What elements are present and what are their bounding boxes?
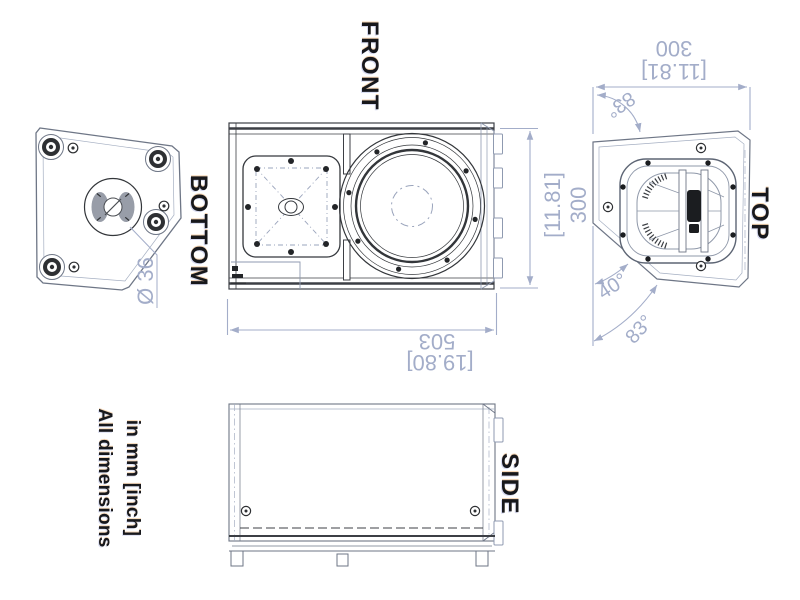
front-height-mm-dim: 300 [566, 186, 591, 224]
pole-mount-diameter-dim: Ø 36 [133, 257, 158, 305]
handle-recess-detail [619, 158, 737, 264]
input-panel-detail [231, 261, 301, 289]
grille-frame-edge [480, 122, 503, 290]
units-note-line2: in mm [inch] [122, 419, 143, 537]
dimension-annotations [129, 83, 751, 346]
front-width-inch-dim: [19.80] [406, 350, 474, 375]
side-view-label: SIDE [496, 452, 523, 516]
bottom-screws [67, 142, 170, 273]
horn-detail [242, 155, 341, 258]
front-view-drawing [228, 122, 503, 290]
side-view-drawing [228, 403, 504, 567]
bottom-view-label: BOTTOM [185, 174, 212, 288]
handle-grip [687, 190, 701, 222]
woofer-detail [338, 132, 486, 280]
bottom-view-drawing [35, 127, 182, 291]
top-view-drawing [592, 130, 751, 288]
top-screws [602, 142, 707, 272]
units-note-line1: All dimensions [94, 408, 115, 548]
front-view-label: FRONT [356, 20, 383, 112]
front-height-inch-dim: [11.81] [540, 172, 565, 238]
top-view-label: TOP [746, 187, 773, 241]
rubber-feet [38, 134, 171, 280]
pole-mount-detail [83, 177, 143, 237]
top-width-inch-dim: [11.81] [641, 59, 707, 84]
